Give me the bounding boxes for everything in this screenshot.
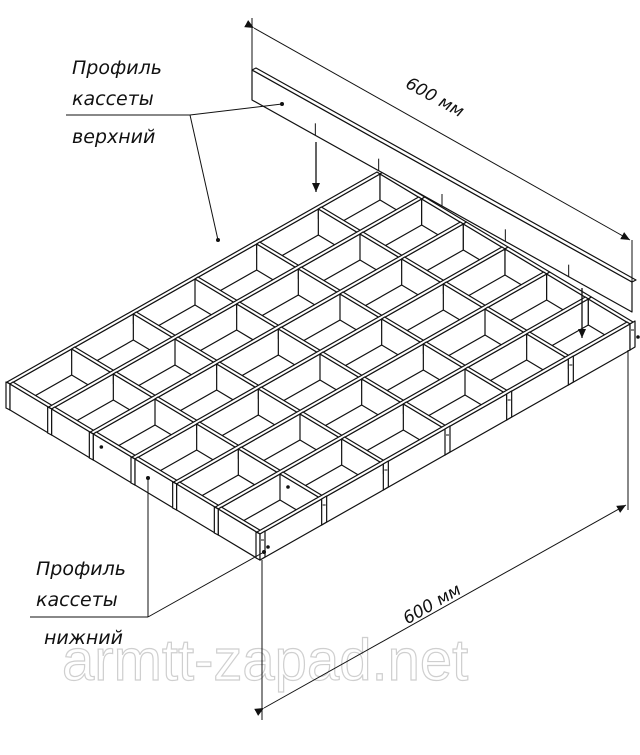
cross-profile-end <box>567 355 574 386</box>
cross-profile-end <box>444 425 451 456</box>
bottom-dimension-label: 600 мм <box>400 580 465 629</box>
cross-profile-end <box>259 530 266 561</box>
lower-label-line1: Профиль <box>36 558 126 580</box>
lower-label-line3: нижний <box>44 627 123 649</box>
rivet-dot <box>99 445 104 449</box>
upper-label-line3: верхний <box>72 126 155 148</box>
top-dimension-label: 600 мм <box>402 74 467 122</box>
rivet-dot <box>266 545 270 549</box>
cross-profile-end <box>382 460 389 491</box>
upper-label-line2: кассеты <box>72 88 154 110</box>
rivet-dot <box>636 335 640 339</box>
upper-label-line1: Профиль <box>72 57 162 79</box>
rivet-dot <box>286 485 290 489</box>
upper-profile-label: Профиль кассеты верхний <box>66 57 284 242</box>
cross-profile-end <box>506 390 513 421</box>
cross-profile-end <box>321 495 328 526</box>
lower-profile-label: Профиль кассеты нижний <box>30 476 266 649</box>
cross-profile-end <box>629 320 636 351</box>
lower-label-line2: кассеты <box>36 589 118 611</box>
